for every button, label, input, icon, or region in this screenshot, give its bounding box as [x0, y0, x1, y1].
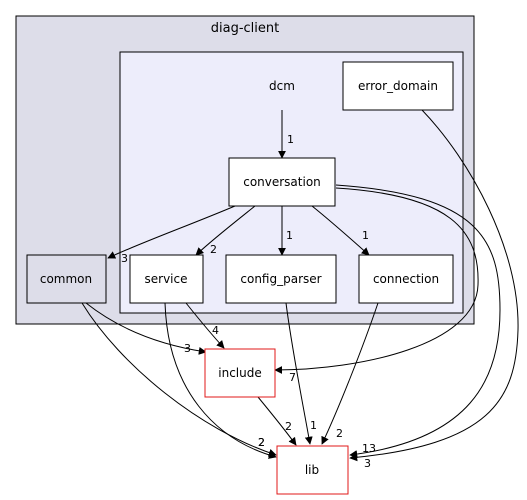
edges	[81, 109, 519, 462]
edge-label-conversation-lib: 13	[362, 442, 376, 455]
edge-error-domain-lib	[349, 109, 519, 462]
edge-label-common-include: 3	[184, 342, 191, 355]
node-service-label: service	[145, 272, 188, 286]
edge-conversation-lib	[335, 184, 501, 459]
edge-label-error-domain-lib: 3	[364, 457, 371, 470]
edge-label-conversation-include: 7	[289, 371, 296, 384]
edge-config-parser-lib	[285, 302, 313, 445]
edge-label-service-include: 4	[212, 324, 219, 337]
node-error-domain-label: error_domain	[358, 79, 438, 93]
node-config-parser[interactable]: config_parser	[225, 254, 337, 304]
node-include[interactable]: include	[204, 348, 276, 398]
node-lib[interactable]: lib	[276, 445, 349, 495]
node-lib-label: lib	[305, 463, 319, 477]
cluster-dcm-label: dcm	[269, 79, 295, 93]
edge-label-service-lib: 2	[258, 436, 265, 449]
node-connection[interactable]: connection	[358, 254, 454, 304]
edge-label-common-lib: 2	[258, 436, 265, 449]
node-connection-label: connection	[373, 272, 439, 286]
edge-label-include-lib: 2	[285, 420, 292, 433]
node-common[interactable]: common	[26, 254, 107, 304]
edge-conversation-common	[107, 205, 236, 259]
edge-conversation-connection	[311, 205, 370, 256]
edge-label-conversation-common: 3	[121, 252, 128, 265]
node-common-label: common	[40, 272, 92, 286]
edge-labels: 1 3 2 1 1 7 13 3 3 2 4 2 2 1 2	[121, 133, 376, 470]
node-error-domain[interactable]: error_domain	[342, 61, 454, 111]
cluster-diag-client-label: diag-client	[211, 21, 279, 36]
edge-common-lib	[81, 302, 277, 457]
edge-service-lib	[164, 302, 277, 459]
edge-include-lib	[257, 396, 297, 446]
node-conversation[interactable]: conversation	[228, 157, 336, 207]
edge-connection-lib	[321, 302, 379, 445]
edge-label-config-parser-lib: 1	[310, 419, 317, 432]
edge-label-dcm-conversation: 1	[287, 133, 294, 146]
node-service[interactable]: service	[129, 254, 204, 304]
edge-common-include	[85, 302, 207, 355]
node-config-parser-label: config_parser	[240, 272, 321, 286]
edge-label-conversation-service: 2	[210, 243, 217, 256]
edge-label-conversation-config-parser: 1	[286, 229, 293, 242]
edge-label-connection-lib: 2	[336, 427, 343, 440]
edge-service-include	[185, 302, 225, 349]
edge-label-conversation-connection: 1	[362, 229, 369, 242]
edge-conversation-service	[195, 205, 256, 256]
node-conversation-label: conversation	[243, 175, 321, 189]
edge-conversation-include	[274, 187, 479, 374]
node-include-label: include	[218, 366, 261, 380]
